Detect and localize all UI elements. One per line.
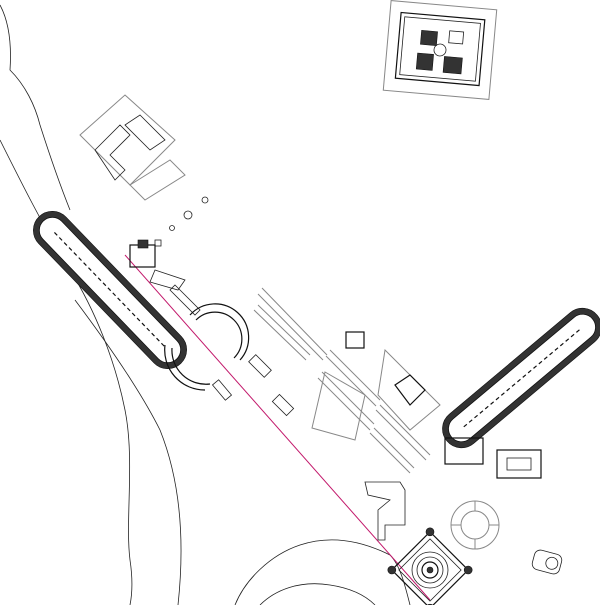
river-bank xyxy=(74,299,182,605)
temple-plaza[interactable] xyxy=(394,374,426,406)
hill-contour xyxy=(234,539,411,605)
colonnade-bars[interactable] xyxy=(253,287,431,474)
circus-left[interactable] xyxy=(25,203,194,376)
l-shaped-building[interactable] xyxy=(364,481,406,541)
circus-right[interactable] xyxy=(435,300,600,455)
temple-small[interactable] xyxy=(345,331,365,349)
round-temple[interactable] xyxy=(450,500,500,550)
semicircular-exedra[interactable] xyxy=(164,303,250,401)
coastline-outer xyxy=(0,4,71,211)
rectangular-hall[interactable] xyxy=(496,449,542,479)
bath-complex[interactable] xyxy=(79,94,209,247)
hill-contour-2 xyxy=(259,583,376,605)
palace-building[interactable] xyxy=(129,239,201,316)
small-tomb[interactable] xyxy=(531,549,563,576)
palace-plan[interactable] xyxy=(382,0,498,100)
ruin-block[interactable] xyxy=(248,354,272,378)
ruin-block[interactable] xyxy=(271,393,295,417)
coastline-inner xyxy=(0,139,133,605)
mausoleum[interactable] xyxy=(386,526,474,605)
carceres-building[interactable] xyxy=(444,437,484,465)
plaza-left[interactable] xyxy=(311,371,366,441)
alignment-axis-line xyxy=(124,254,431,601)
plaza-right[interactable] xyxy=(377,348,441,431)
